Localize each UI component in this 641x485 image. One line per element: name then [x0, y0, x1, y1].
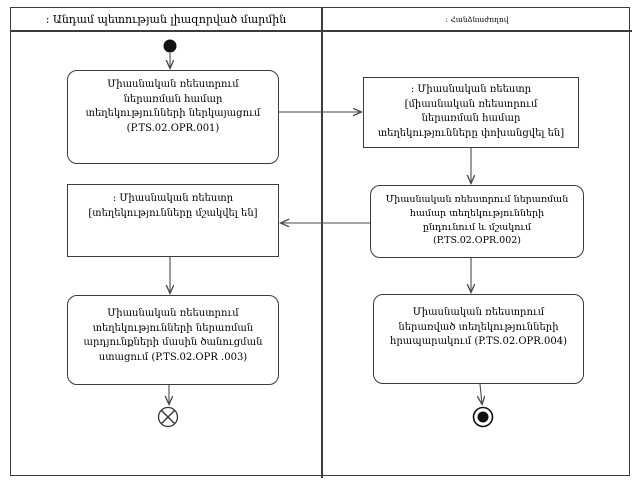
diagram-frame — [10, 7, 630, 476]
action-node-publish-info: Միասնական ռեեստրում ներառված տեղեկությու… — [373, 294, 584, 384]
action-node-receive-process-info: Միասնական ռեեստրում ներառման համար տեղեկ… — [370, 185, 584, 258]
swimlane-title-commission: : Հանձնաժողով — [445, 14, 509, 24]
swimlane-divider — [321, 7, 323, 478]
object-node-registry-transferred: : Միասնական ռեեստր [միասնական ռեեստրում … — [363, 77, 579, 148]
swimlane-header-border — [10, 30, 632, 32]
action-node-receive-notification: Միասնական ռեեստրում տեղեկությունների ներ… — [67, 295, 279, 385]
action-node-submit-info: Միասնական ռեեստրում ներառման համար տեղեկ… — [67, 70, 279, 164]
object-node-registry-processed: : Միասնական ռեեստր [տեղեկությունները մշա… — [67, 184, 279, 257]
swimlane-title-member-state: : Անդամ պետության լիազորված մարմին — [45, 12, 287, 26]
